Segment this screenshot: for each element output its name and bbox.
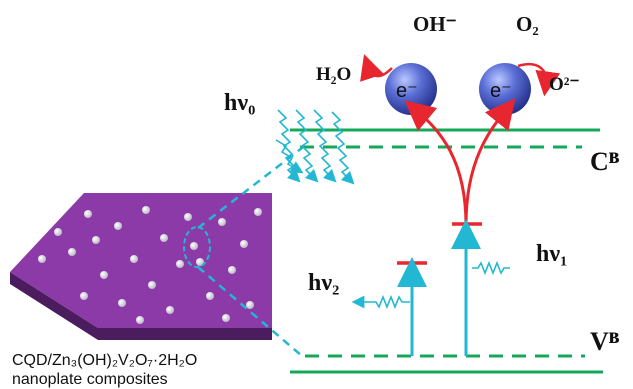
conduction-band xyxy=(290,128,600,149)
label-hv1: hν₁ xyxy=(536,241,567,267)
electron-left: e⁻ xyxy=(385,63,437,115)
emitted-light xyxy=(351,260,510,310)
hv1-emission xyxy=(472,260,510,276)
nanoplate xyxy=(10,193,272,340)
label-o2-minus: O²⁻ xyxy=(549,74,580,95)
label-oh-minus: OH⁻ xyxy=(413,12,457,36)
label-valence-band: Vᴮ xyxy=(590,327,620,356)
label-hv0: hν₀ xyxy=(224,90,255,116)
caption-line-2: nanoplate composites xyxy=(12,371,168,388)
incident-light xyxy=(275,109,355,185)
label-o2: O₂ xyxy=(516,12,539,36)
zoom-connectors xyxy=(197,147,303,357)
label-h2o: H₂O xyxy=(316,64,351,85)
excitation-arrows xyxy=(397,219,481,356)
hv2-emission xyxy=(351,294,410,310)
zoom-circle xyxy=(183,226,211,268)
nanoplate-side xyxy=(10,272,272,340)
caption-line-1: CQD/Zn₃(OH)₂V₂O₇·2H₂O xyxy=(12,352,197,369)
valence-band xyxy=(290,354,603,374)
electron-right: e⁻ xyxy=(479,63,531,115)
label-conduction-band: Cᴮ xyxy=(590,147,620,176)
electron-label-left: e⁻ xyxy=(396,80,418,102)
h2o-reaction-arrow xyxy=(360,54,393,82)
o2-reaction-arrow xyxy=(517,63,561,97)
cqd-dots xyxy=(38,206,262,324)
label-hv2: hν₂ xyxy=(308,270,339,296)
electron-label-right: e⁻ xyxy=(490,80,512,102)
